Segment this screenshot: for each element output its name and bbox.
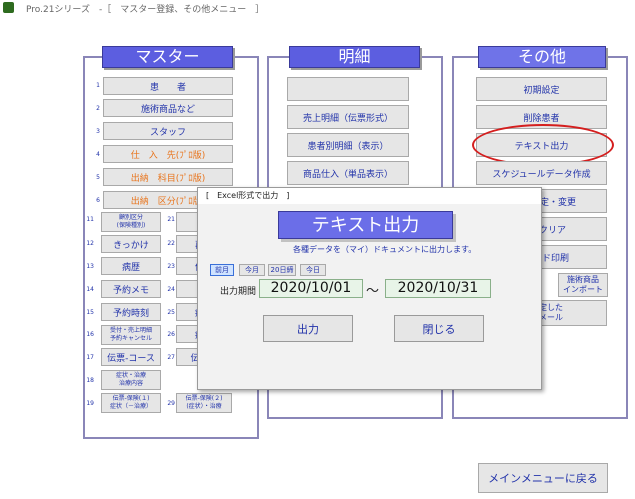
button-line: Mメール [532, 313, 563, 322]
item-number: 25 [167, 309, 175, 316]
meisai-sales-detail-slip-button[interactable]: 売上明細（伝票形式） [287, 105, 409, 129]
window-title: Pro.21シリーズ -［ マスター登録、その他メニュー ］ [26, 5, 265, 15]
master-trigger-button[interactable]: きっかけ [101, 235, 161, 253]
button-line: (症状）・治療 [186, 403, 222, 410]
master-medical-history-button[interactable]: 病歴 [101, 257, 161, 275]
treatment-import-button[interactable]: 施術商品 インポート [558, 273, 608, 297]
master-slip-course-button[interactable]: 伝票-コース [101, 348, 161, 366]
master-customer-category-button[interactable]: 顧別区分 (保険種別) [101, 212, 161, 232]
button-line: 顧別区分 [118, 214, 143, 221]
master-reservation-time-button[interactable]: 予約時刻 [101, 303, 161, 321]
button-line: 受付・売上明細 [109, 327, 152, 334]
button-line: を指定した [523, 303, 563, 312]
item-number: 15 [86, 309, 94, 316]
highlight-ellipse [472, 124, 614, 166]
master-slip-insurance1-button[interactable]: 伝票-保険(１) 症状（－治療） [101, 393, 161, 413]
schedule-data-button[interactable]: スケジュールデータ作成 [476, 161, 607, 185]
button-line: 伝票-保険(１) [112, 395, 150, 402]
today-button[interactable]: 今日 [300, 264, 326, 276]
item-number: 5 [96, 174, 100, 181]
this-month-button[interactable]: 今月 [239, 264, 265, 276]
master-slip-insurance2-button[interactable]: 伝票-保険(２) (症状）・治療 [176, 393, 232, 413]
item-number: 13 [86, 263, 94, 270]
button-line: 症状（－治療） [109, 403, 152, 410]
button-line: (保険種別) [116, 222, 146, 229]
output-period-label: 出力期間 [220, 287, 257, 297]
master-symptom-treatment-button[interactable]: 症状・治療 治療内容 [101, 370, 161, 390]
master-title: マスター [102, 46, 233, 68]
item-number: 17 [86, 354, 94, 361]
button-line: 治療内容 [118, 380, 143, 387]
close-button[interactable]: 閉じる [394, 315, 484, 342]
master-staff-button[interactable]: スタッフ [103, 122, 233, 140]
master-reception-sales-button[interactable]: 受付・売上明細 予約キャンセル [101, 325, 161, 345]
item-number: 23 [167, 263, 175, 270]
item-number: 12 [86, 240, 94, 247]
item-number: 3 [96, 128, 100, 135]
item-number: 16 [86, 331, 94, 338]
item-number: 11 [86, 216, 94, 223]
dialog-title: テキスト出力 [278, 211, 453, 239]
date-from-input[interactable]: 2020/10/01 [259, 279, 363, 298]
date-range-separator: ～ [366, 284, 380, 299]
sonota-title: その他 [478, 46, 606, 68]
button-line: 施術商品 [567, 275, 599, 284]
item-number: 6 [96, 197, 100, 204]
output-button[interactable]: 出力 [263, 315, 353, 342]
item-number: 4 [96, 151, 100, 158]
button-line: 伝票-保険(２) [185, 395, 223, 402]
item-number: 29 [167, 400, 175, 407]
initial-settings-button[interactable]: 初期設定 [476, 77, 607, 101]
meisai-sales-slip-table-button[interactable] [287, 77, 409, 101]
button-line: 予約キャンセル [109, 335, 152, 342]
item-number: 21 [167, 216, 175, 223]
item-number: 19 [86, 400, 94, 407]
button-line: 症状・治療 [115, 372, 146, 379]
window-titlebar: Pro.21シリーズ -［ マスター登録、その他メニュー ］ [0, 0, 635, 15]
app-icon [3, 2, 14, 13]
meisai-patient-detail-button[interactable]: 患者別明細（表示） [287, 133, 409, 157]
text-output-dialog: [ Excel形式で出力 ] テキスト出力 各種データを（マイ）ドキュメントに出… [197, 187, 542, 390]
master-supplier-button[interactable]: 仕 入 先(ﾌﾟﾛ版) [103, 145, 233, 163]
master-reservation-memo-button[interactable]: 予約メモ [101, 280, 161, 298]
dialog-header: [ Excel形式で出力 ] [198, 188, 541, 204]
item-number: 26 [167, 331, 175, 338]
item-number: 2 [96, 105, 100, 112]
item-number: 27 [167, 354, 175, 361]
item-number: 18 [86, 377, 94, 384]
item-number: 22 [167, 240, 175, 247]
button-line: インポート [563, 285, 603, 294]
meisai-title: 明細 [289, 46, 420, 68]
meisai-product-purchase-button[interactable]: 商品仕入（単品表示） [287, 161, 409, 185]
date-to-input[interactable]: 2020/10/31 [385, 279, 491, 298]
master-account-subject-button[interactable]: 出納 科目(ﾌﾟﾛ版) [103, 168, 233, 186]
item-number: 24 [167, 286, 175, 293]
item-number: 14 [86, 286, 94, 293]
master-patient-button[interactable]: 患 者 [103, 77, 233, 95]
previous-month-button[interactable]: 前月 [210, 264, 234, 276]
item-number: 1 [96, 82, 100, 89]
closing-20th-button[interactable]: 20日締 [268, 264, 296, 276]
main-menu-button[interactable]: メインメニューに戻る [478, 463, 608, 493]
master-treatment-items-button[interactable]: 施術商品など [103, 99, 233, 117]
dialog-subtitle: 各種データを（マイ）ドキュメントに出力します。 [293, 245, 477, 254]
